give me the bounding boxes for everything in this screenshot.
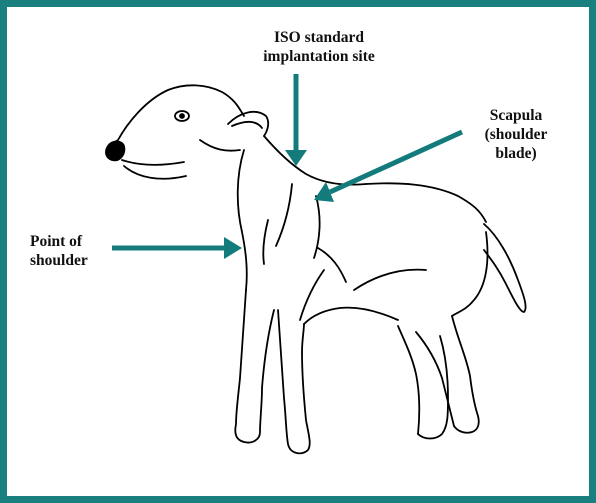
label-point-line2: shoulder xyxy=(30,251,110,270)
arrow-iso-site xyxy=(285,74,307,166)
dog-front-leg-right xyxy=(278,310,310,453)
dog-ear xyxy=(228,112,268,136)
dog-nose xyxy=(106,142,124,161)
label-iso-line2: implantation site xyxy=(236,47,402,66)
label-scapula-line1: Scapula xyxy=(466,106,566,125)
label-point-of-shoulder: Point of shoulder xyxy=(30,232,110,270)
dog-chest xyxy=(238,150,247,290)
label-scapula: Scapula (shoulder blade) xyxy=(466,106,566,163)
dog-belly xyxy=(304,308,398,324)
label-iso-implantation-site: ISO standard implantation site xyxy=(236,28,402,66)
dog-front-leg-left xyxy=(235,290,262,443)
label-point-line1: Point of xyxy=(30,232,110,251)
dog-outline xyxy=(106,85,526,453)
dog-mouth xyxy=(122,160,184,165)
arrow-scapula xyxy=(314,132,462,202)
label-scapula-line2: (shoulder xyxy=(466,125,566,144)
label-scapula-line3: blade) xyxy=(466,144,566,163)
dog-back xyxy=(366,183,486,222)
dog-rear-leg xyxy=(452,316,479,433)
dog-head-top xyxy=(118,85,244,140)
arrow-point-of-shoulder xyxy=(112,237,242,259)
dog-tail xyxy=(484,224,526,312)
label-iso-line1: ISO standard xyxy=(236,28,402,47)
dog-neck xyxy=(264,136,366,185)
